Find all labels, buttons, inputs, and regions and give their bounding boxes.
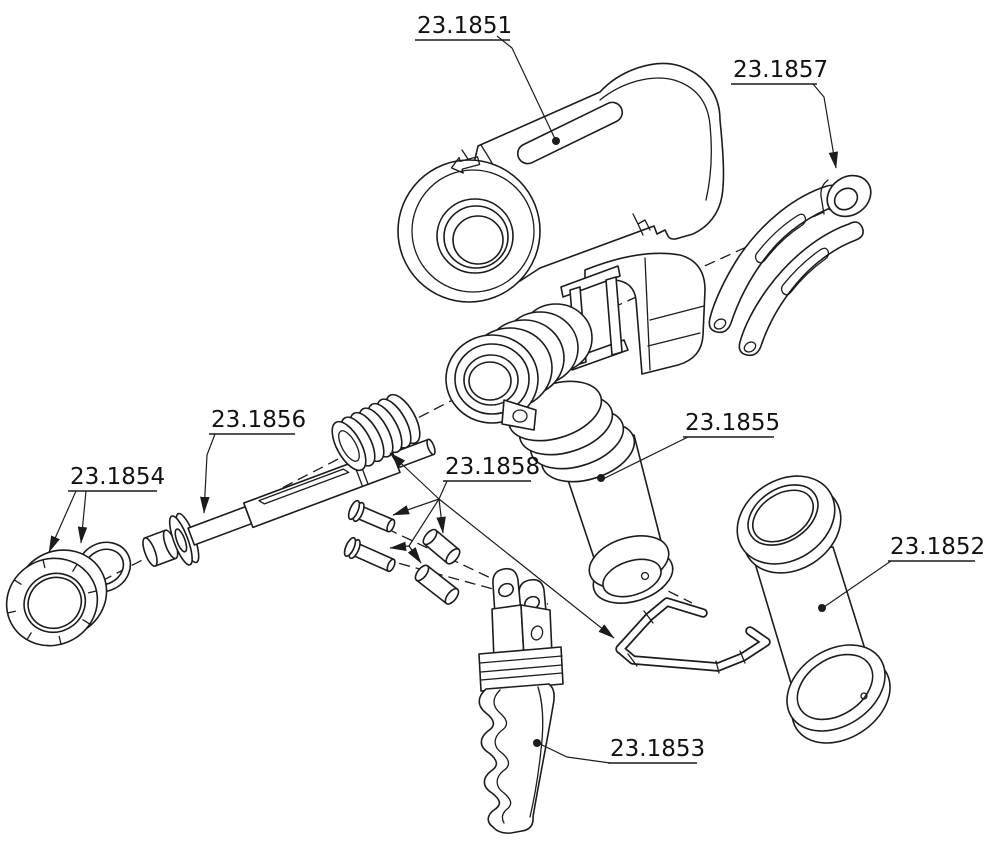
callout-1855: [597, 436, 774, 482]
callout-1854: [48, 490, 157, 553]
pin: [343, 536, 396, 573]
pin: [347, 499, 396, 533]
part-label-23-1856: 23.1856: [211, 407, 306, 433]
part-label-23-1853: 23.1853: [610, 736, 705, 762]
part-trigger-lever: [708, 174, 872, 357]
part-wire-clip: [615, 597, 771, 674]
part-label-23-1858: 23.1858: [445, 454, 540, 480]
roller-sleeve: [422, 528, 461, 565]
grip-body: [478, 683, 555, 834]
valve-rear-block: [584, 252, 706, 375]
part-cap-nut: [5, 549, 108, 647]
callouts: [48, 35, 975, 764]
part-label-23-1855: 23.1855: [685, 410, 780, 436]
part-pins-and-rollers: [343, 499, 461, 605]
part-label-23-1854: 23.1854: [70, 464, 165, 490]
direction-arrow-icon: [450, 156, 481, 174]
lever-hole: [713, 318, 727, 330]
callout-1853: [533, 739, 697, 764]
part-labels: 23.1851 23.1857 23.1856 23.1854 23.1858 …: [70, 13, 985, 762]
callout-1851: [415, 35, 560, 145]
part-cylinder-housing: [397, 62, 725, 303]
part-valve-body-and-handle-tube: [445, 252, 706, 604]
callout-1858: [389, 452, 615, 639]
part-label-23-1851: 23.1851: [417, 13, 512, 39]
callout-1857: [731, 83, 839, 169]
lever-hole: [743, 341, 757, 353]
roller-sleeve: [414, 564, 460, 605]
callout-1856: [200, 433, 295, 514]
part-label-23-1852: 23.1852: [890, 534, 985, 560]
part-sleeve-cylinder: [736, 475, 891, 744]
part-coil-spring: [331, 393, 421, 472]
part-hand-grip: [478, 567, 564, 834]
callout-1852: [818, 560, 975, 612]
tube-bottom-opening: [602, 558, 662, 598]
part-label-23-1857: 23.1857: [733, 57, 828, 83]
housing-slot: [516, 101, 624, 165]
